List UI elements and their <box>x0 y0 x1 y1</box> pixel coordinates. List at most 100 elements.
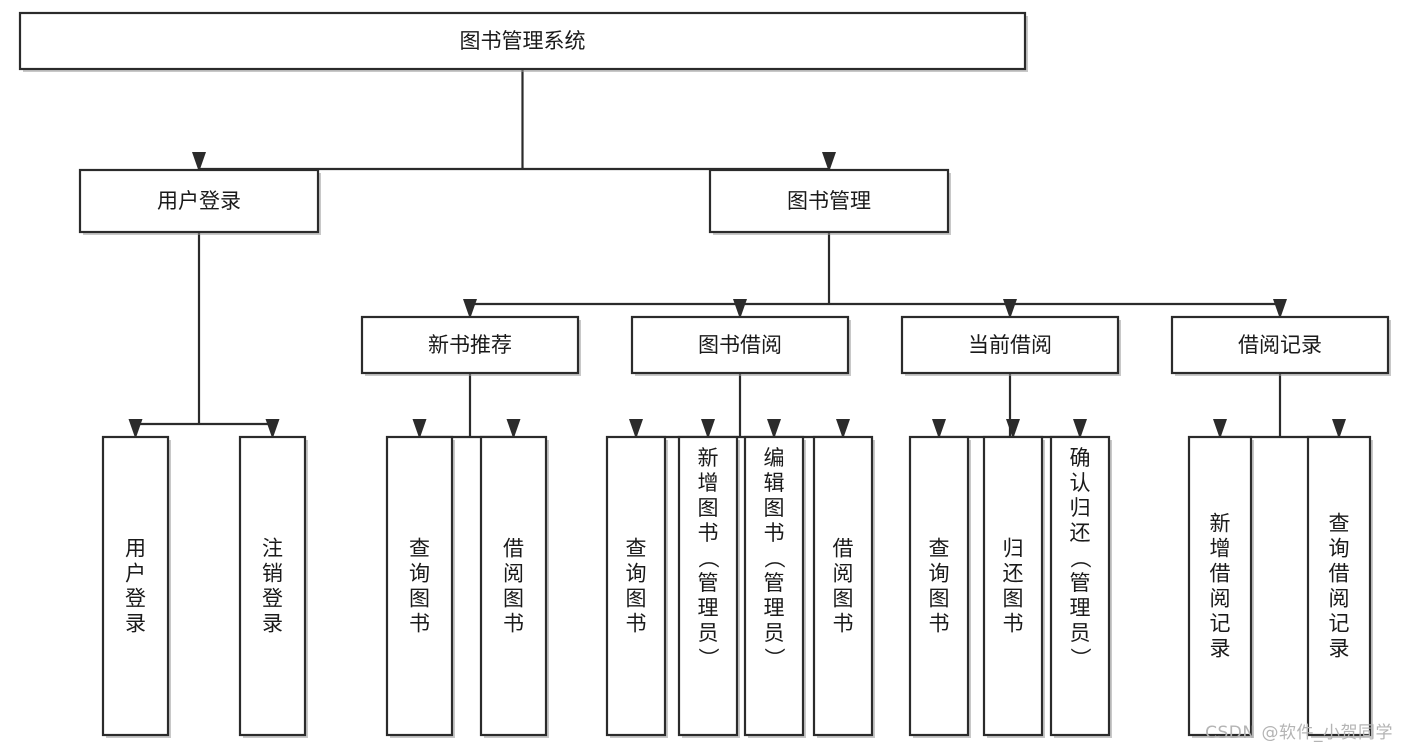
connector-group-user-login <box>128 232 280 439</box>
node-box[interactable] <box>630 315 850 375</box>
svg-text:图: 图 <box>698 496 719 520</box>
node-borrow-record[interactable]: 借阅记录 <box>1170 315 1391 376</box>
node-box[interactable] <box>1306 435 1372 737</box>
connector-group-root <box>192 69 836 172</box>
node-box[interactable] <box>605 435 667 737</box>
connector-group-new-book-recommend <box>412 373 521 439</box>
svg-text:图: 图 <box>833 587 854 611</box>
svg-text:查: 查 <box>929 537 950 561</box>
svg-text:）: ） <box>762 648 786 669</box>
node-box[interactable] <box>677 435 739 737</box>
svg-text:书: 书 <box>626 612 647 636</box>
svg-text:新: 新 <box>698 446 719 470</box>
svg-text:管: 管 <box>1070 571 1091 595</box>
svg-text:新: 新 <box>1210 512 1231 536</box>
node-box[interactable] <box>101 435 170 737</box>
node-box[interactable] <box>479 435 548 737</box>
svg-text:归: 归 <box>1070 496 1091 520</box>
svg-text:书: 书 <box>503 612 524 636</box>
node-label: 用户登录 <box>125 537 146 636</box>
node-user-login[interactable]: 用户登录 <box>78 168 321 235</box>
svg-text:员: 员 <box>764 621 785 645</box>
connector-group-borrow-record <box>1213 373 1346 439</box>
svg-text:还: 还 <box>1070 521 1091 545</box>
svg-text:书: 书 <box>833 612 854 636</box>
node-label: 用户登录 <box>157 189 241 213</box>
svg-text:询: 询 <box>929 562 950 586</box>
connector-group-current-borrow <box>932 373 1087 439</box>
node-label: 新书推荐 <box>428 333 512 357</box>
svg-text:书: 书 <box>1003 612 1024 636</box>
node-leaf-user-login[interactable]: 用户登录 <box>101 435 171 738</box>
node-box[interactable] <box>1187 435 1253 737</box>
svg-text:借: 借 <box>833 537 854 561</box>
node-box[interactable] <box>743 435 805 737</box>
node-box[interactable] <box>1170 315 1390 375</box>
svg-text:阅: 阅 <box>833 562 854 586</box>
svg-text:认: 认 <box>1070 471 1091 495</box>
node-box[interactable] <box>78 168 320 234</box>
svg-text:销: 销 <box>262 562 283 586</box>
svg-text:户: 户 <box>125 562 146 586</box>
svg-text:编: 编 <box>764 446 785 470</box>
node-box[interactable] <box>982 435 1044 737</box>
node-box[interactable] <box>1049 435 1111 737</box>
node-label: 借阅记录 <box>1238 333 1322 357</box>
svg-text:）: ） <box>1068 648 1092 669</box>
svg-text:注: 注 <box>262 537 283 561</box>
node-box[interactable] <box>812 435 874 737</box>
svg-text:）: ） <box>696 648 720 669</box>
svg-text:记: 记 <box>1210 612 1231 636</box>
svg-text:书: 书 <box>764 521 785 545</box>
svg-text:辑: 辑 <box>764 471 785 495</box>
svg-text:查: 查 <box>1329 512 1350 536</box>
svg-text:增: 增 <box>1210 537 1231 561</box>
node-box[interactable] <box>385 435 454 737</box>
node-book-manage[interactable]: 图书管理 <box>708 168 951 235</box>
svg-text:管: 管 <box>698 571 719 595</box>
svg-text:书: 书 <box>409 612 430 636</box>
svg-text:记: 记 <box>1329 612 1350 636</box>
node-current-borrow[interactable]: 当前借阅 <box>900 315 1121 376</box>
node-box[interactable] <box>708 168 950 234</box>
svg-text:借: 借 <box>1329 562 1350 586</box>
svg-text:录: 录 <box>125 612 146 636</box>
svg-text:登: 登 <box>125 587 146 611</box>
svg-text:理: 理 <box>1070 596 1091 620</box>
svg-text:询: 询 <box>409 562 430 586</box>
node-box[interactable] <box>360 315 580 375</box>
svg-text:借: 借 <box>1210 562 1231 586</box>
node-box[interactable] <box>900 315 1120 375</box>
node-box[interactable] <box>908 435 970 737</box>
node-book-borrow[interactable]: 图书借阅 <box>630 315 851 376</box>
connector-group-book-borrow <box>629 373 850 439</box>
svg-text:（: （ <box>762 548 786 569</box>
svg-text:员: 员 <box>1070 621 1091 645</box>
node-label: 当前借阅 <box>968 333 1052 357</box>
node-new-book-recommend[interactable]: 新书推荐 <box>360 315 581 376</box>
svg-text:询: 询 <box>1329 537 1350 561</box>
node-box[interactable] <box>18 11 1027 71</box>
node-box[interactable] <box>238 435 307 737</box>
node-root[interactable]: 图书管理系统 <box>18 11 1028 72</box>
